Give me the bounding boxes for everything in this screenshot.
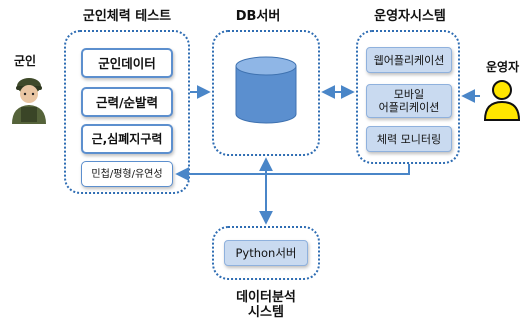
fitness-test-group xyxy=(64,30,190,194)
soldier-data-box: 군인데이터 xyxy=(81,48,173,78)
arrow-monitoring-to-test xyxy=(175,164,410,181)
web-application-box: 웹어플리케이션 xyxy=(366,47,452,73)
analysis-system-group xyxy=(212,226,320,280)
mobile-application-box: 모바일 어플리케이션 xyxy=(366,84,452,118)
operator-system-title: 운영자시스템 xyxy=(374,9,446,24)
soldier-icon xyxy=(12,78,46,124)
agility-balance-flexibility-box: 민첩/평형/유연성 xyxy=(81,161,173,187)
analysis-system-title: 데이터분석 시스템 xyxy=(236,290,296,320)
operator-system-group xyxy=(356,30,460,164)
endurance-box: 근,심폐지구력 xyxy=(81,124,173,154)
strength-agility-box: 근력/순발력 xyxy=(81,87,173,117)
operator-label: 운영자 xyxy=(486,60,520,74)
fitness-monitoring-box: 체력 모니터링 xyxy=(366,126,452,152)
fitness-test-title: 군인체력 테스트 xyxy=(82,9,172,24)
database-icon xyxy=(235,56,297,124)
python-server-box: Python서버 xyxy=(224,240,308,266)
soldier-label: 군인 xyxy=(14,54,37,68)
db-server-title: DB서버 xyxy=(235,9,281,24)
db-server-group xyxy=(212,30,320,156)
operator-icon xyxy=(483,80,521,121)
